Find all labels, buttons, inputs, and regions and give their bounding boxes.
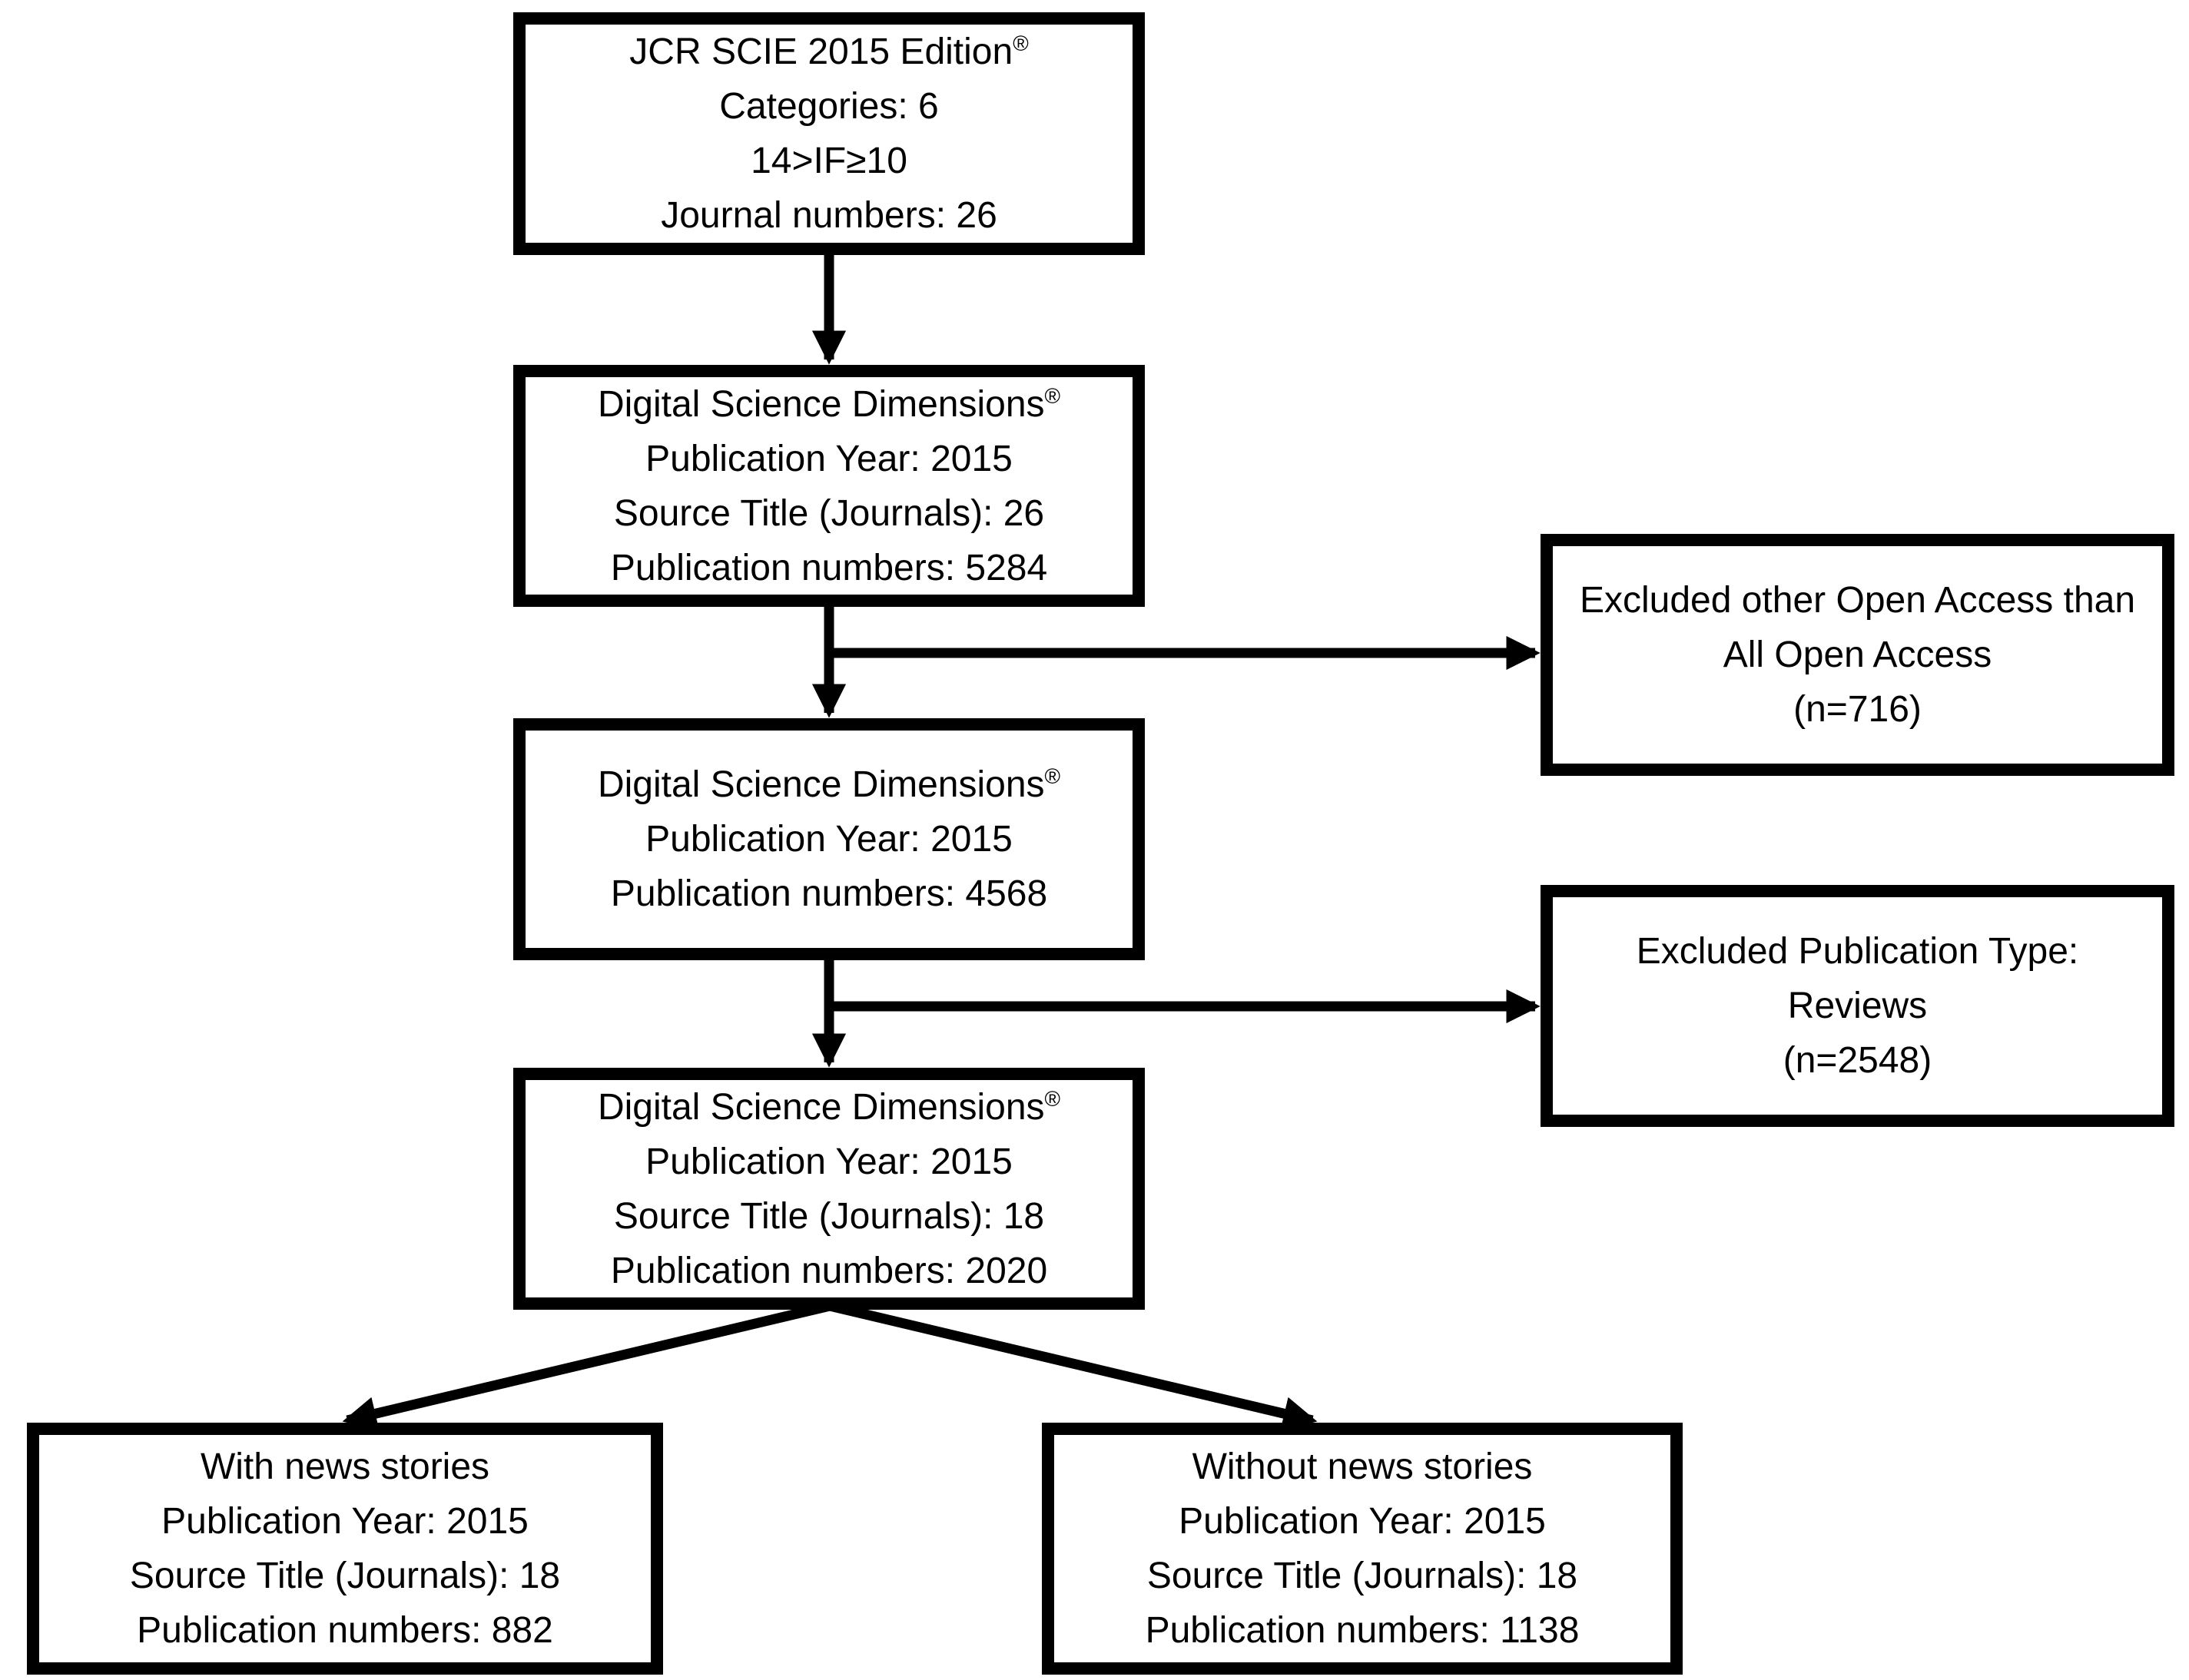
box-text-line: Source Title (Journals): 18	[129, 1556, 561, 1596]
box-text-line: 14>IF≥10	[751, 141, 907, 181]
box-text-line: Categories: 6	[719, 86, 939, 127]
box-text-line: Excluded other Open Access than	[1579, 580, 2136, 621]
box-excluded-open-access: Excluded other Open Access than All Open…	[1541, 534, 2174, 776]
box-text-line: Publication Year: 2015	[1179, 1501, 1546, 1542]
box-text-line: Publication Year: 2015	[645, 438, 1013, 479]
arrow-dim-final-to-without-news	[828, 1301, 1318, 1430]
box-text-line: Digital Science Dimensions®	[597, 1086, 1061, 1128]
box-text-line: With news stories	[200, 1446, 490, 1487]
box-with-news-stories: With news stories Publication Year: 2015…	[27, 1423, 663, 1675]
box-text-line: All Open Access	[1723, 635, 1992, 675]
box-text-line: Publication numbers: 4568	[610, 873, 1048, 914]
box-text-line: Publication numbers: 5284	[610, 547, 1048, 588]
box-text-line: Source Title (Journals): 26	[613, 492, 1045, 534]
box-text-line: Source Title (Journals): 18	[613, 1195, 1045, 1237]
box-text-line: JCR SCIE 2015 Edition®	[629, 31, 1029, 72]
box-dimensions-after-oa-filter: Digital Science Dimensions® Publication …	[513, 718, 1145, 960]
arrow-dim-final-to-with-news	[342, 1301, 831, 1430]
box-without-news-stories: Without news stories Publication Year: 2…	[1042, 1423, 1683, 1675]
box-text-line: Without news stories	[1192, 1446, 1533, 1487]
box-text-line: Digital Science Dimensions®	[597, 383, 1061, 425]
box-text-line: Publication Year: 2015	[645, 1141, 1013, 1182]
box-text-line: (n=716)	[1793, 689, 1922, 730]
box-text-line: Publication numbers: 1138	[1145, 1610, 1580, 1651]
box-excluded-reviews: Excluded Publication Type: Reviews (n=25…	[1541, 885, 2174, 1127]
box-text-line: Publication Year: 2015	[161, 1501, 529, 1542]
box-dimensions-initial: Digital Science Dimensions® Publication …	[513, 365, 1145, 607]
box-text-line: Digital Science Dimensions®	[597, 764, 1061, 805]
box-text-line: Publication numbers: 882	[137, 1610, 553, 1651]
box-text-line: Source Title (Journals): 18	[1146, 1556, 1578, 1596]
box-text-line: Journal numbers: 26	[661, 195, 997, 236]
box-text-line: Publication numbers: 2020	[610, 1250, 1048, 1291]
box-jcr-scie: JCR SCIE 2015 Edition® Categories: 6 14>…	[513, 12, 1145, 255]
box-text-line: Reviews	[1787, 986, 1928, 1026]
box-text-line: Excluded Publication Type:	[1636, 931, 2079, 972]
box-text-line: Publication Year: 2015	[645, 819, 1013, 860]
box-text-line: (n=2548)	[1783, 1040, 1932, 1081]
box-dimensions-final: Digital Science Dimensions® Publication …	[513, 1068, 1145, 1310]
